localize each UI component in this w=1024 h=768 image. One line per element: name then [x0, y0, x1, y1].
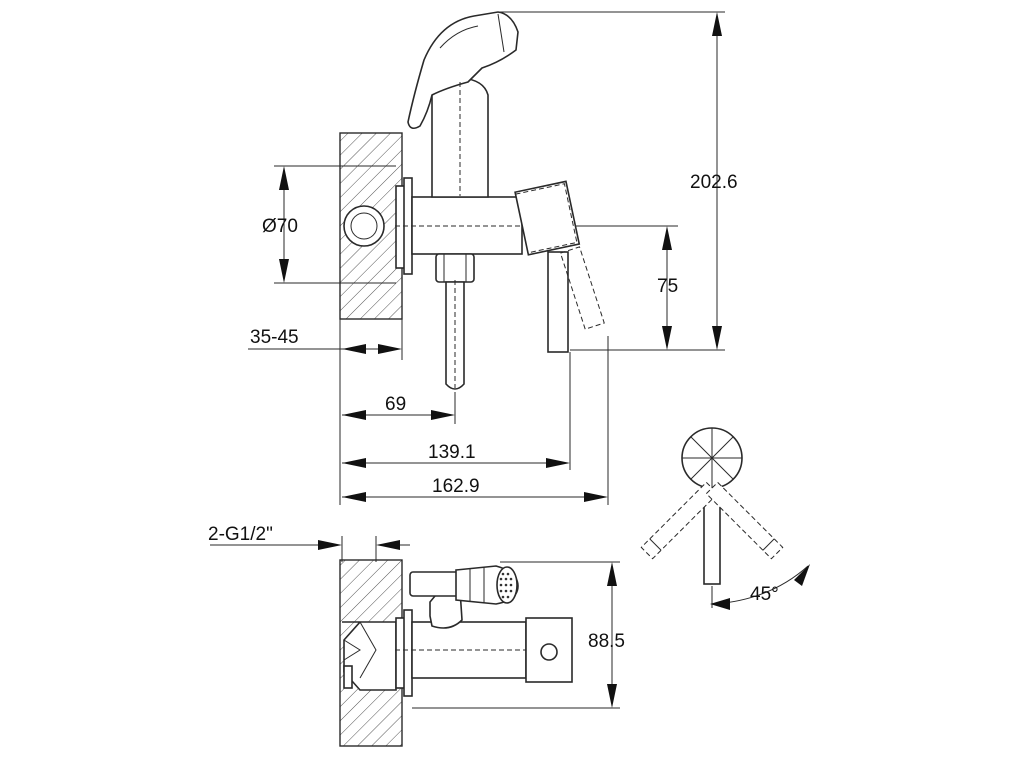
dim-overall-length: 162.9: [432, 476, 480, 497]
dim-thread: 2-G1/2": [208, 524, 273, 545]
cartridge: [514, 180, 581, 256]
lever-right: [705, 481, 784, 560]
dim-bottom-height: 88.5: [588, 631, 625, 652]
inlet-circle: [343, 205, 385, 247]
side-view: 2-G1/2" 88.5: [208, 524, 625, 747]
dim-rotation-angle: 45°: [750, 584, 779, 605]
dim-diameter: Ø70: [262, 216, 298, 237]
cartridge-hole: [540, 643, 558, 661]
hose-tube: [445, 281, 465, 390]
dim-lever-height: 75: [657, 276, 678, 297]
inlet-inner: [350, 212, 378, 240]
nozzle-holes: [499, 572, 513, 599]
dim-height-total: 202.6: [690, 172, 738, 193]
hose-nut: [435, 253, 475, 283]
dim-wall-depth: 35-45: [250, 327, 299, 348]
dim-outlet-offset: 69: [385, 394, 406, 415]
lever-solid: [547, 251, 569, 353]
rotation-detail: 45°: [640, 427, 810, 610]
cartridge-bottom: [525, 617, 573, 683]
lever-rotated: [559, 246, 605, 330]
dim-body-length: 139.1: [428, 442, 476, 463]
front-view: 202.6 75 Ø70 35-45 69 139.1: [248, 11, 738, 505]
